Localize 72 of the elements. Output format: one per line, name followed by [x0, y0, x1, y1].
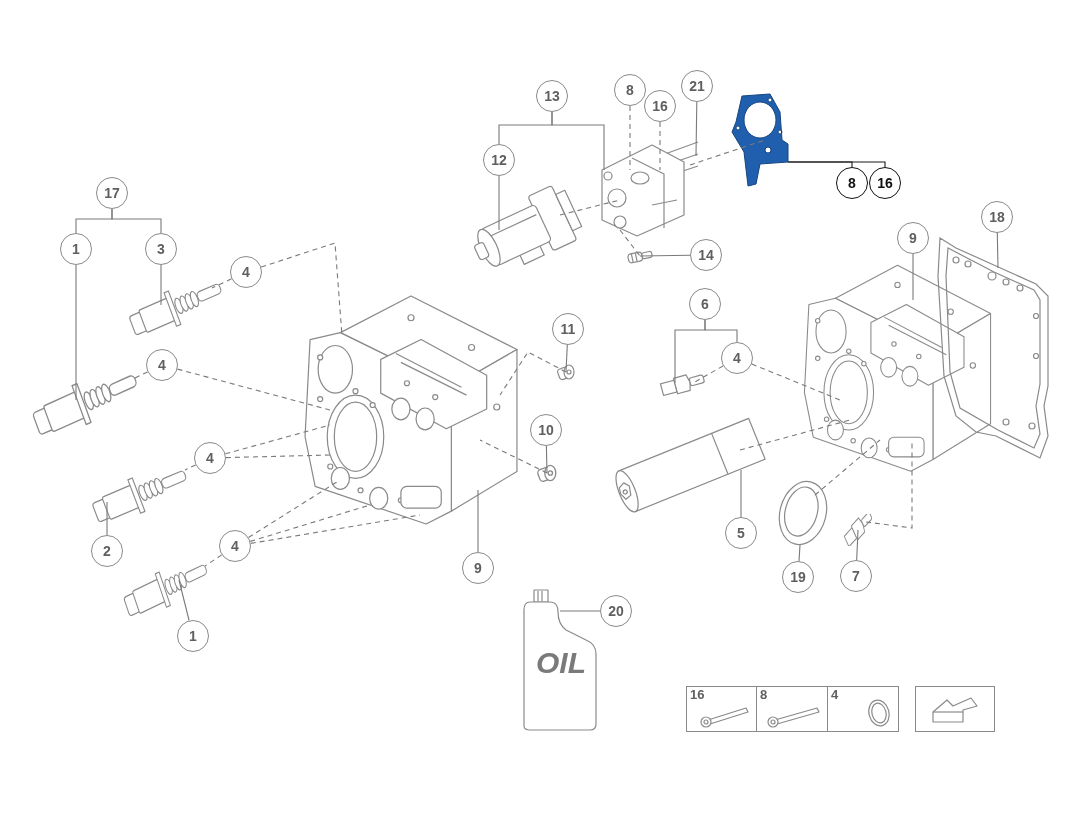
leader-line: [798, 544, 801, 562]
callout-number: 16: [869, 167, 901, 199]
leader-line: [559, 610, 601, 612]
oil-label: OIL: [536, 648, 586, 678]
callout-number: 5: [725, 517, 757, 549]
callout-number: 8: [614, 74, 646, 106]
leader-line: [498, 175, 500, 231]
callout-number: 4: [219, 530, 251, 562]
part-number: 8: [760, 688, 768, 701]
assembly-line: [814, 439, 881, 496]
callout-number: 11: [552, 313, 584, 345]
plug-drawing: [556, 362, 576, 382]
callout-number: 7: [840, 560, 872, 592]
assembly-line: [689, 139, 766, 166]
callout-number: 9: [897, 222, 929, 254]
assembly-line: [499, 351, 567, 396]
leader-line: [551, 111, 605, 171]
leader-line: [565, 344, 568, 373]
callout-number: 1: [60, 233, 92, 265]
leader-line: [639, 254, 691, 257]
assembly-line: [739, 419, 851, 451]
assembly-line: [225, 454, 331, 459]
part-number: 16: [690, 688, 705, 701]
leader-line: [740, 469, 742, 518]
callout-number: 1: [177, 620, 209, 652]
assembly-line: [204, 554, 223, 567]
part-number: 4: [831, 688, 839, 701]
callout-number: 20: [600, 595, 632, 627]
callout-number: 4: [146, 349, 178, 381]
seal-ring-drawing: [776, 478, 830, 548]
assembly-line: [479, 439, 548, 474]
assembly-line: [751, 363, 841, 401]
assembly-line: [176, 368, 331, 411]
leader-line: [178, 579, 190, 622]
callout-number: 3: [145, 233, 177, 265]
callout-number: 4: [721, 342, 753, 374]
callout-number: 4: [230, 256, 262, 288]
leader-line: [787, 161, 886, 168]
callout-number: 13: [536, 80, 568, 112]
callout-number: 17: [96, 177, 128, 209]
assembly-line: [250, 514, 421, 544]
assembly-line: [224, 424, 331, 455]
callout-number: 6: [689, 288, 721, 320]
screw-drawing: [626, 248, 654, 264]
callout-number: 18: [981, 201, 1013, 233]
leader-line: [996, 232, 999, 269]
assembly-line: [629, 105, 631, 171]
gasket-drawing: [730, 92, 790, 188]
gasket-drawing: [936, 236, 1052, 460]
leader-line: [160, 264, 162, 306]
callout-number: 9: [462, 552, 494, 584]
leader-line: [111, 208, 162, 234]
callout-number: 12: [483, 144, 515, 176]
callout-number: 2: [91, 535, 123, 567]
callout-number: 10: [530, 414, 562, 446]
callout-number: 16: [644, 90, 676, 122]
leader-line: [695, 101, 698, 157]
callout-number: 4: [194, 442, 226, 474]
callout-number: 8: [836, 167, 868, 199]
callout-number: 14: [690, 239, 722, 271]
plug-drawing: [536, 462, 558, 484]
assembly-line: [694, 365, 724, 383]
assembly-line: [619, 229, 641, 257]
leader-line: [912, 253, 914, 301]
callout-number: 21: [681, 70, 713, 102]
leader-line: [856, 529, 859, 561]
leader-line: [545, 445, 548, 474]
leader-line: [477, 489, 479, 553]
leader-line: [704, 319, 738, 343]
callout-number: 19: [782, 561, 814, 593]
leader-line: [75, 264, 77, 401]
assembly-line: [659, 121, 661, 171]
